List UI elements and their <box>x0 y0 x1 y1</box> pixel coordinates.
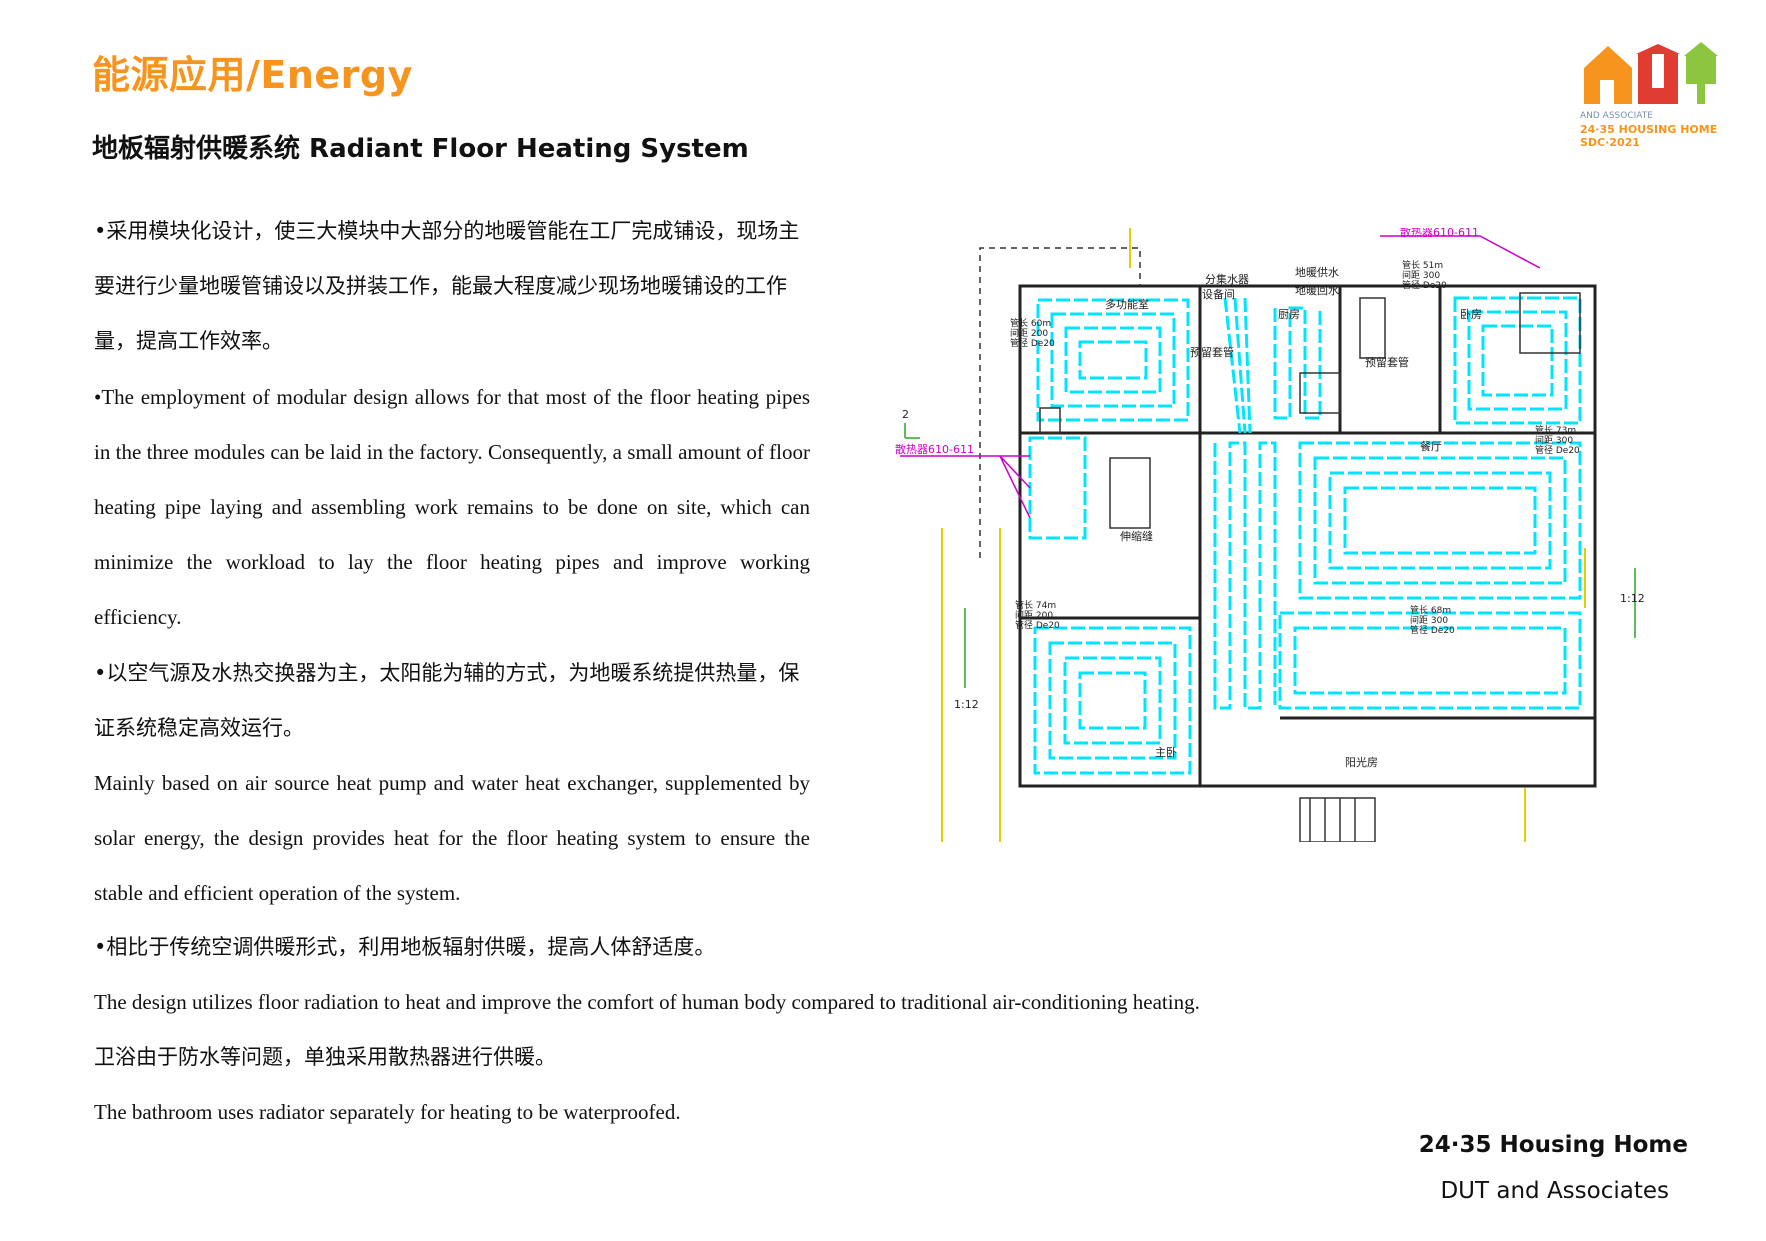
label-equipment: 设备间 <box>1202 287 1235 301</box>
spec-living-1: 管长 68m <box>1410 604 1451 616</box>
spec-living-2: 间距 300 <box>1410 614 1448 626</box>
paragraph-4-en: The bathroom uses radiator separately fo… <box>94 1100 681 1124</box>
paragraph-2-zh: •以空气源及水热交换器为主，太阳能为辅的方式，为地暖系统提供热量，保证系统稳定高… <box>94 661 800 740</box>
logo-line-3: SDC·2021 <box>1580 136 1640 149</box>
paragraph-1-en: •The employment of modular design allows… <box>94 385 810 629</box>
spec-master-2: 间距 200 <box>1015 609 1053 621</box>
footer-team-name: DUT and Associates <box>1440 1178 1669 1204</box>
floor-heating-plan: 散热器610-611 散热器610-611 分集水器 设备间 地暖供水 地暖回水… <box>895 228 1645 842</box>
label-supply: 地暖供水 <box>1295 265 1339 279</box>
label-dining: 餐厅 <box>1420 439 1442 453</box>
label-mark-2: 2 <box>902 408 909 421</box>
label-master: 主卧 <box>1155 746 1177 759</box>
footer-project-name: 24·35 Housing Home <box>1418 1132 1688 1158</box>
housing-home-logo-icon <box>1584 42 1718 104</box>
label-sunroom: 阳光房 <box>1345 755 1378 769</box>
spec-dining-2: 间距 300 <box>1535 434 1573 446</box>
paragraph-1-zh: •采用模块化设计，使三大模块中大部分的地暖管能在工厂完成铺设，现场主要进行少量地… <box>94 219 800 353</box>
label-expansion: 伸缩缝 <box>1120 529 1153 543</box>
spec-multi-room-3: 管径 De20 <box>1010 337 1055 349</box>
section-subtitle: 地板辐射供暖系统 Radiant Floor Heating System <box>92 134 749 164</box>
label-slope-1: 1:12 <box>954 698 979 711</box>
label-radiator-left: 散热器610-611 <box>895 442 974 456</box>
spec-bedroom-top-3: 管径 De20 <box>1402 279 1447 291</box>
logo-line-2: 24·35 HOUSING HOME <box>1580 123 1718 136</box>
spec-multi-room-1: 管长 60m <box>1010 317 1051 329</box>
spec-dining-3: 管径 De20 <box>1535 444 1580 456</box>
label-bedroom-top: 卧房 <box>1460 308 1482 321</box>
label-slope-2: 1:12 <box>1620 592 1645 605</box>
paragraph-2-en: Mainly based on air source heat pump and… <box>94 771 810 905</box>
label-return: 地暖回水 <box>1295 284 1339 297</box>
label-radiator-top: 散热器610-611 <box>1400 228 1479 239</box>
spec-bedroom-top-1: 管长 51m <box>1402 259 1443 271</box>
label-multi-room: 多功能室 <box>1105 297 1149 311</box>
label-casing-1: 预留套管 <box>1190 345 1234 359</box>
logo-line-1: AND ASSOCIATE <box>1580 111 1653 121</box>
spec-multi-room-2: 间距 200 <box>1010 327 1048 339</box>
paragraph-4-zh: 卫浴由于防水等问题，单独采用散热器进行供暖。 <box>94 1045 556 1069</box>
spec-master-1: 管长 74m <box>1015 599 1056 611</box>
spec-living-3: 管径 De20 <box>1410 624 1455 636</box>
label-manifold: 分集水器 <box>1205 272 1249 286</box>
spec-master-3: 管径 De20 <box>1015 619 1060 631</box>
logo-caption: AND ASSOCIATE 24·35 HOUSING HOME SDC·202… <box>1580 110 1717 149</box>
label-kitchen: 厨房 <box>1278 308 1300 321</box>
spec-dining-1: 管长 73m <box>1535 424 1576 436</box>
spec-bedroom-top-2: 间距 300 <box>1402 269 1440 281</box>
outer-wall <box>1018 284 1597 788</box>
paragraph-3-zh: •相比于传统空调供暖形式，利用地板辐射供暖，提高人体舒适度。 <box>94 935 716 959</box>
paragraph-3-en: The design utilizes floor radiation to h… <box>94 990 1200 1014</box>
page-title: 能源应用/Energy <box>92 53 413 97</box>
label-casing-2: 预留套管 <box>1365 355 1409 369</box>
